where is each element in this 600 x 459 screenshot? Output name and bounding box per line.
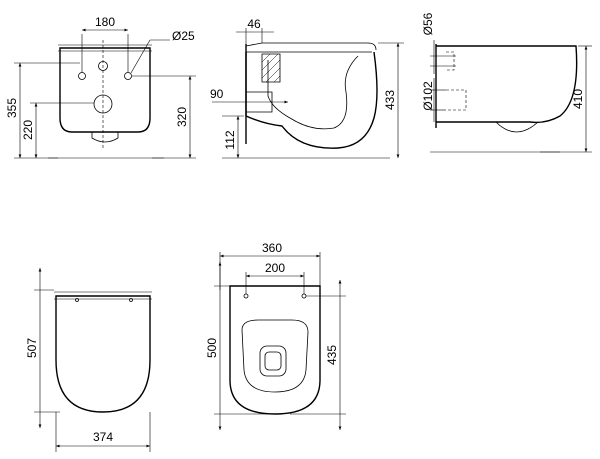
hatch: [261, 59, 281, 79]
dim-top-overall-depth: 500: [205, 338, 219, 358]
side-section-view: 46 90 112 433: [210, 17, 404, 159]
dim-right-pipe-diameter: Ø102: [421, 81, 435, 111]
right-body-outline: [436, 45, 578, 124]
dim-top-inner-depth: 435: [325, 345, 339, 365]
right-outlet-curve: [495, 121, 539, 133]
top-body-outline: [229, 285, 321, 415]
dim-right-top-diameter: Ø56: [421, 12, 435, 35]
dim-front-hole-diameter: Ø25: [172, 29, 195, 43]
front-fixing-hole-left: [78, 72, 86, 80]
back-body-outline: [55, 295, 151, 413]
back-view: 507 374: [25, 268, 152, 452]
dim-back-depth: 507: [25, 338, 39, 358]
hatch: [273, 75, 281, 83]
front-outlet: [91, 132, 119, 143]
front-view: 180 Ø25 355 220 320: [5, 15, 196, 159]
dim-back-width: 374: [93, 430, 113, 444]
dim-side-total-height: 433: [383, 90, 397, 110]
back-hinge-left: [75, 298, 79, 302]
dim-front-width: 180: [95, 15, 115, 29]
side-bowl-inner: [267, 55, 359, 130]
side-lid: [245, 42, 377, 51]
back-hinge-right: [129, 298, 133, 302]
dim-side-pipe-height: 90: [210, 87, 224, 101]
right-hidden-inlet: [446, 51, 455, 71]
side-rim-section: [261, 53, 281, 83]
dim-front-height-inner: 220: [21, 120, 35, 140]
dim-top-hole-spacing: 200: [265, 261, 285, 275]
right-hidden-outlet: [446, 89, 467, 111]
side-bowl-outer: [245, 51, 378, 149]
top-view: 360 200 500 435: [205, 241, 346, 430]
dim-side-bottom-height: 112: [223, 130, 237, 149]
dim-top-overall-width: 360: [262, 241, 282, 255]
top-hole-left: [243, 293, 249, 299]
top-hole-right: [301, 293, 307, 299]
dim-front-height-right: 320: [175, 107, 189, 127]
front-body-outline: [59, 47, 151, 133]
top-bowl-opening: [241, 319, 309, 393]
hatch: [261, 53, 279, 71]
hatch: [261, 53, 271, 63]
top-drain-outer: [259, 345, 287, 377]
dim-right-height: 410: [571, 89, 585, 109]
right-view: Ø56 Ø102 410: [421, 12, 592, 153]
front-fixing-hole-right: [124, 72, 132, 80]
top-drain-inner: [264, 351, 282, 371]
dim-front-height-top: 355: [5, 98, 19, 118]
hatch: [265, 67, 281, 83]
dim-side-top-offset: 46: [247, 17, 261, 31]
leader-line: [130, 39, 151, 74]
